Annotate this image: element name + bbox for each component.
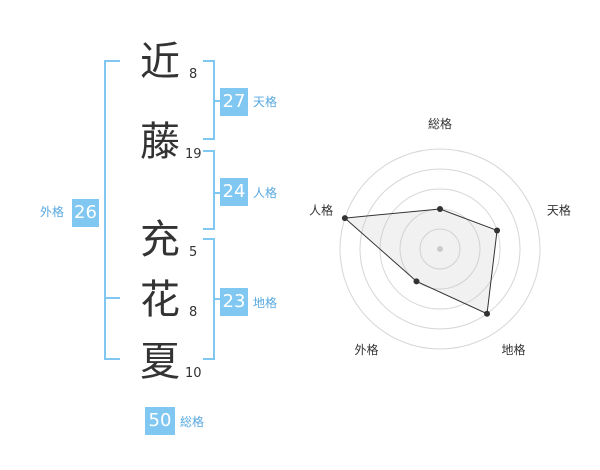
- jinkaku-label: 人格: [253, 186, 278, 200]
- radar-axis-label-5: 人格: [309, 202, 333, 217]
- tenkaku-bracket-top: [203, 60, 215, 62]
- name-char-1: 近: [140, 39, 180, 85]
- name-char-5: 夏: [140, 339, 180, 385]
- gaikaku-bracket: [104, 60, 106, 360]
- jinkaku-bracket-bottom: [203, 228, 215, 230]
- jinkaku-badge: 24: [220, 178, 248, 206]
- name-char-4: 花: [140, 277, 180, 323]
- radar-center-dot: [437, 246, 443, 252]
- stroke-count-3: 5: [189, 245, 198, 260]
- radar-point-5: [341, 215, 348, 222]
- chikaku-label: 地格: [253, 296, 278, 310]
- gaikaku-bracket-bottom: [104, 358, 120, 360]
- chikaku-bracket-top: [203, 238, 215, 240]
- name-char-3: 充: [140, 217, 180, 263]
- radar-axis-label-1: 総格: [428, 116, 452, 131]
- radar-axis-label-4: 外格: [355, 342, 379, 357]
- soukaku-label: 総格: [180, 415, 205, 429]
- tenkaku-label: 天格: [253, 95, 278, 109]
- radar-ring-1: [419, 228, 461, 270]
- gaikaku-bracket-mid: [104, 297, 120, 299]
- gaikaku-label: 外格: [40, 205, 65, 219]
- radar-point-4: [413, 278, 420, 285]
- jinkaku-bracket-top: [203, 150, 215, 152]
- radar-ring-5: [339, 148, 541, 350]
- radar-polygon: [343, 208, 498, 315]
- chikaku-badge: 23: [220, 288, 248, 316]
- jinkaku-bracket: [213, 150, 215, 230]
- radar-ring-4: [359, 168, 521, 330]
- name-char-2: 藤: [140, 119, 180, 165]
- gaikaku-bracket-top: [104, 60, 120, 62]
- stroke-count-1: 8: [189, 67, 198, 82]
- tenkaku-badge: 27: [220, 88, 248, 116]
- radar-point-2: [494, 227, 501, 234]
- radar-axis-label-3: 地格: [501, 342, 525, 357]
- tenkaku-bracket-tick: [213, 100, 220, 102]
- gaikaku-badge: 26: [72, 199, 99, 227]
- radar-point-3: [484, 310, 491, 317]
- radar-point-1: [437, 206, 443, 212]
- chikaku-bracket-bottom: [203, 358, 215, 360]
- stroke-count-5: 10: [185, 366, 202, 381]
- stroke-count-2: 19: [185, 147, 202, 162]
- tenkaku-bracket-bottom: [203, 138, 215, 140]
- stroke-count-4: 8: [189, 305, 198, 320]
- radar-axis-label-2: 天格: [547, 202, 571, 217]
- chikaku-bracket-tick: [213, 298, 220, 300]
- jinkaku-bracket-tick: [213, 192, 220, 194]
- soukaku-badge: 50: [145, 407, 175, 435]
